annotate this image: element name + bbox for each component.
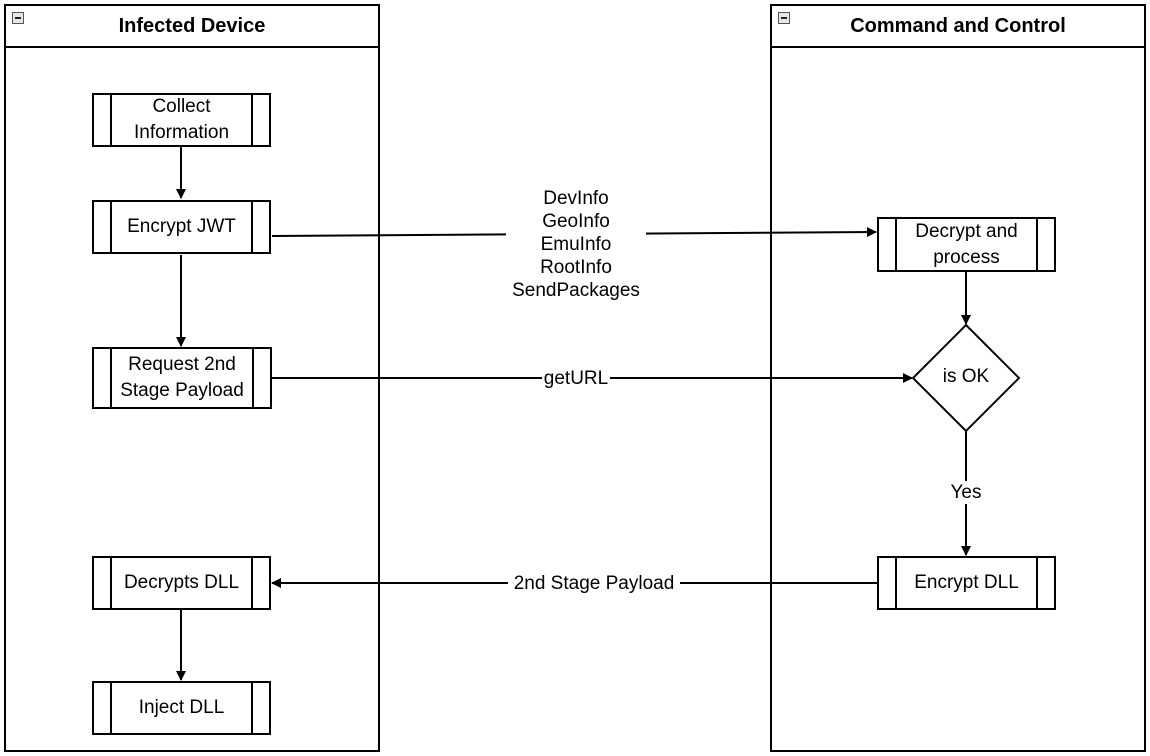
collapse-icon[interactable]	[12, 12, 24, 24]
collapse-icon[interactable]	[778, 12, 790, 24]
edge-label-2nd-stage-payload: 2nd Stage Payload	[508, 572, 680, 595]
process-encrypt-dll[interactable]: Encrypt DLL	[877, 556, 1056, 610]
lane-title: Command and Control	[850, 14, 1066, 37]
process-inject-dll[interactable]: Inject DLL	[92, 681, 271, 735]
process-label: Collect Information	[133, 96, 230, 143]
edge-label-jwt-payload: DevInfo GeoInfo EmuInfo RootInfo SendPac…	[506, 187, 646, 302]
decision-is-ok-label: is OK	[942, 366, 990, 387]
process-label: Decrypts DLL	[123, 572, 240, 593]
process-label: Decrypt and process	[915, 220, 1018, 268]
process-label: Encrypt JWT	[127, 216, 236, 237]
process-label: Inject DLL	[138, 697, 225, 718]
process-label: Request 2nd Stage Payload	[120, 354, 244, 401]
decision-is-ok-shape	[911, 323, 1021, 433]
process-decrypts-dll[interactable]: Decrypts DLL	[92, 556, 271, 610]
process-decrypt-and-process[interactable]: Decrypt and process	[877, 217, 1056, 272]
edge-label-yes: Yes	[946, 481, 986, 504]
lane-title: Infected Device	[118, 14, 266, 37]
process-encrypt-jwt[interactable]: Encrypt JWT	[92, 200, 271, 254]
process-request-2nd-stage-payload[interactable]: Request 2nd Stage Payload	[92, 347, 272, 409]
lane-header-command-and-control: Command and Control	[772, 6, 1144, 48]
lane-header-infected-device: Infected Device	[6, 6, 378, 48]
process-collect-information[interactable]: Collect Information	[92, 93, 271, 147]
edge-label-get-url: getURL	[542, 367, 610, 390]
process-label: Encrypt DLL	[914, 572, 1019, 593]
